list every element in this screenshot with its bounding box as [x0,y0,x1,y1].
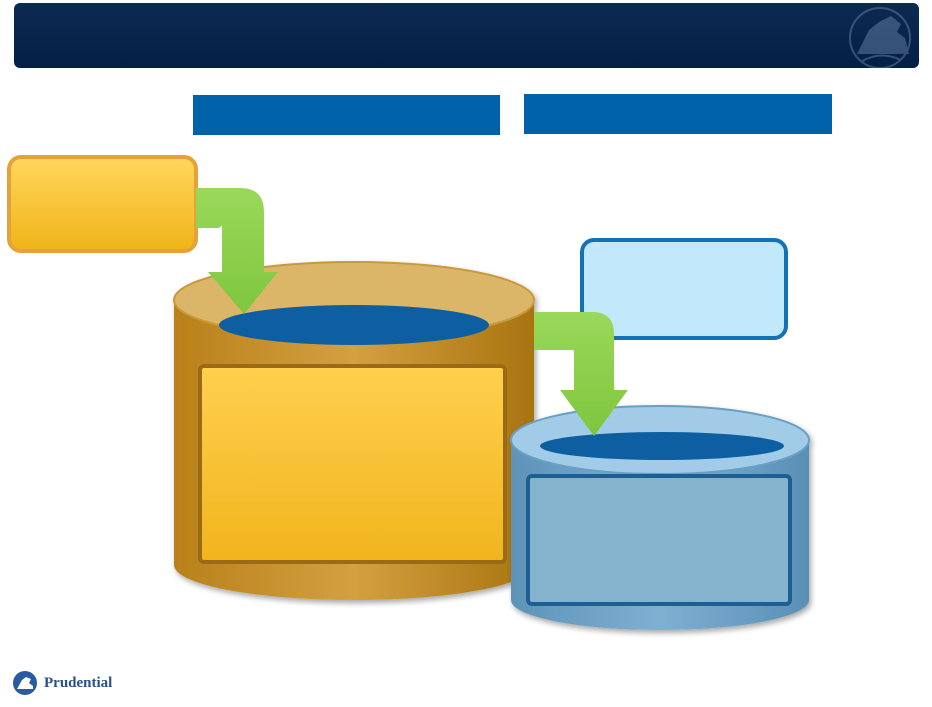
rock-of-gibraltar-icon [849,7,911,68]
large-container [173,261,535,600]
input-box [7,155,198,253]
header-bar [14,3,919,68]
footer-logo: Prudential [12,668,112,698]
small-container-label-panel [526,474,792,606]
column-header-right [524,94,832,134]
small-container [510,405,810,630]
info-box [580,238,788,340]
column-header-left [193,95,500,135]
arrow-icon [196,188,278,314]
footer-brand: Prudential [44,674,113,691]
arrow-icon [534,312,628,436]
rock-of-gibraltar-icon [13,671,37,695]
large-container-label-panel [198,364,507,564]
